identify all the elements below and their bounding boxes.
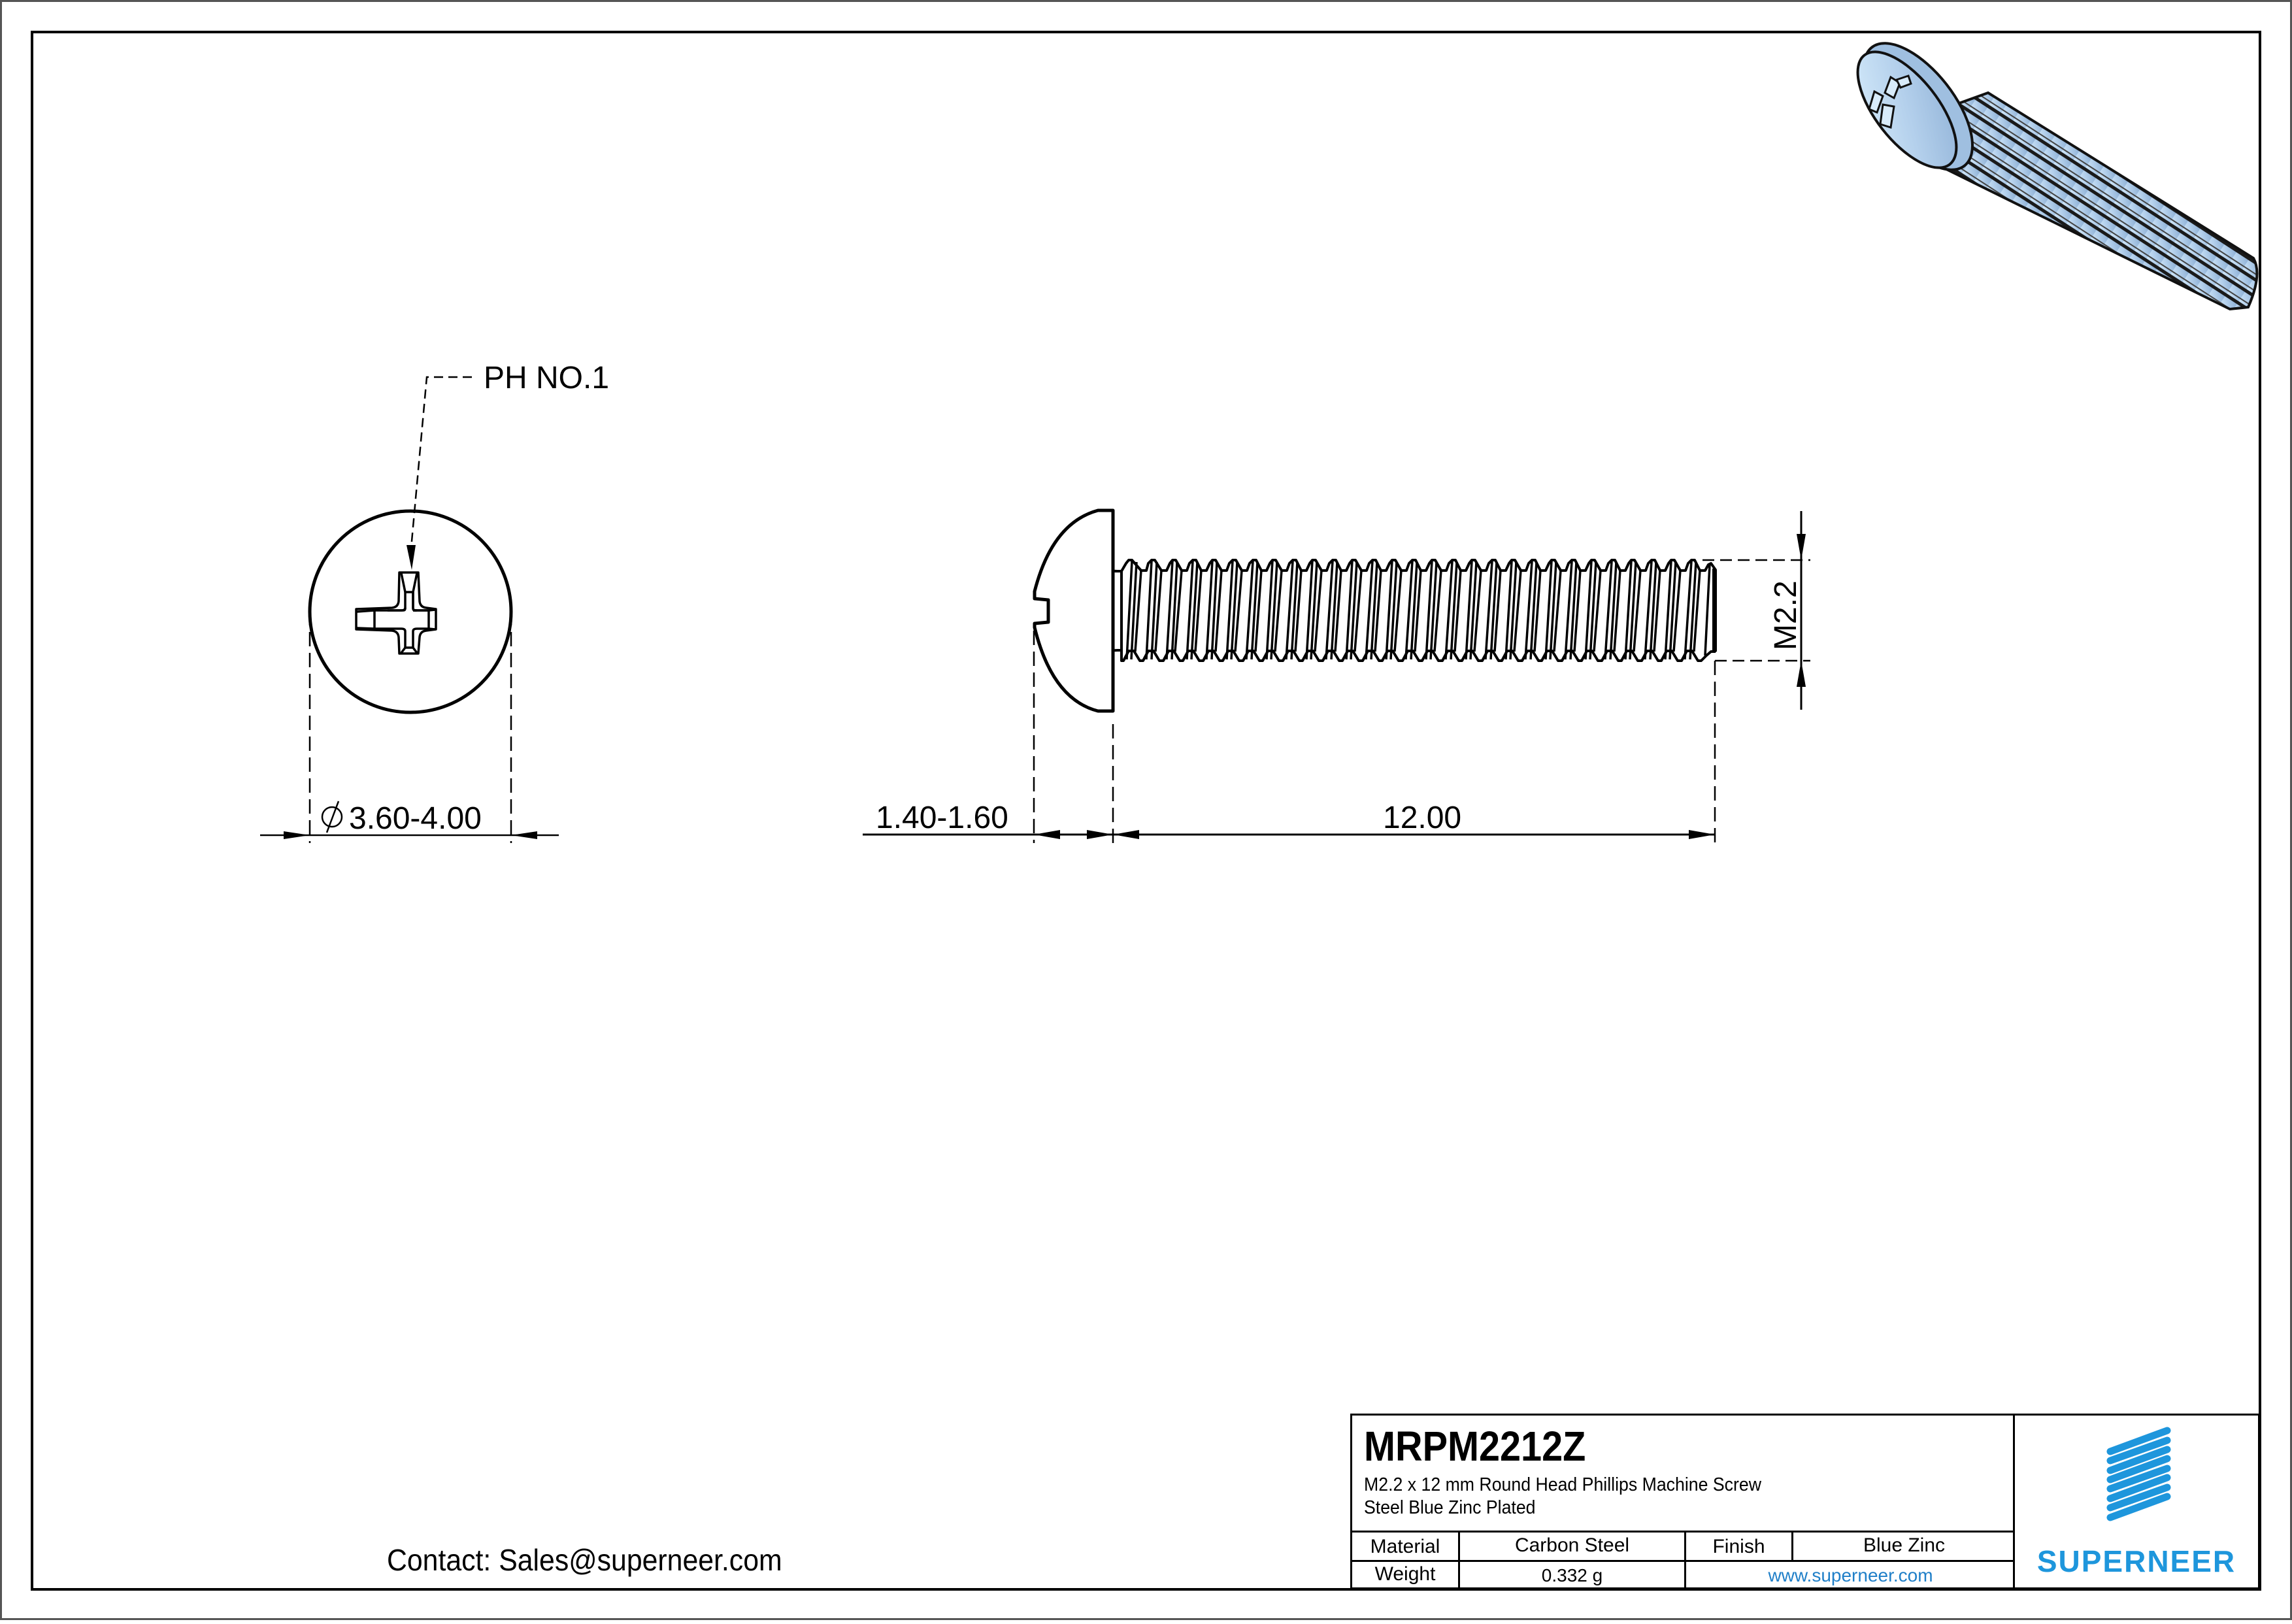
finish-label: Finish <box>1712 1536 1765 1557</box>
weight-value: 0.332 g <box>1541 1565 1603 1585</box>
dia-arrow-left <box>284 831 310 839</box>
isometric-screw-view <box>1856 42 2259 311</box>
finish-value: Blue Zinc <box>1863 1534 1946 1556</box>
dia-arrow-right <box>511 831 537 839</box>
divider <box>1791 1531 1793 1560</box>
recess-leader-line <box>409 376 472 556</box>
neck <box>1112 569 1121 652</box>
material-value: Carbon Steel <box>1514 1534 1630 1556</box>
recess-label: PH NO.1 <box>484 361 609 395</box>
title-block: MRPM2212Z M2.2 x 12 mm Round Head Philli… <box>1350 1414 2260 1589</box>
part-number: MRPM2212Z <box>1364 1423 1586 1470</box>
material-label: Material <box>1370 1536 1440 1557</box>
thread-section <box>1120 559 1717 662</box>
thread-size-dimension: M2.2 <box>1769 580 1803 650</box>
title-block-properties: Material Carbon Steel Finish Blue Zinc W… <box>1350 1531 2017 1589</box>
divider <box>1350 1560 2015 1562</box>
weight-label: Weight <box>1374 1563 1436 1585</box>
contact-email[interactable]: Contact: Sales@superneer.com <box>387 1543 782 1577</box>
divider <box>1350 1531 2015 1533</box>
part-description: M2.2 x 12 mm Round Head Phillips Machine… <box>1364 1474 1761 1495</box>
head-outline-circle <box>308 509 513 714</box>
iso-head-dome <box>1856 50 1958 169</box>
thread-helix-lines <box>1125 561 1716 660</box>
divider <box>1458 1531 1460 1588</box>
length-arrow-right <box>1689 830 1715 839</box>
diameter-symbol-icon <box>321 801 343 833</box>
company-logo-text: SUPERNEER <box>2036 1544 2236 1578</box>
iso-shank <box>1933 91 2259 311</box>
head-height-dimension: 1.40-1.60 <box>876 801 1008 835</box>
head-height-arrow-left <box>1034 830 1060 839</box>
head-height-arrow-right <box>1087 830 1113 839</box>
iso-phillips-recess-icon <box>1868 75 1912 129</box>
leader-arrowhead <box>407 545 416 570</box>
side-view: 1.40-1.60 12.00 M2.2 <box>863 508 1810 843</box>
diameter-dimension-value: 3.60-4.00 <box>349 801 482 836</box>
phillips-recess-icon <box>355 571 437 655</box>
title-block-main: MRPM2212Z M2.2 x 12 mm Round Head Philli… <box>1350 1414 2015 1589</box>
head-profile <box>1033 508 1115 713</box>
superneer-logo-icon <box>2106 1427 2171 1521</box>
inner-border <box>31 31 2261 1591</box>
length-arrow-left <box>1113 830 1139 839</box>
head-top-view: PH NO.1 3.60-4.00 <box>260 361 609 843</box>
length-dimension: 12.00 <box>1383 801 1461 835</box>
thread-arrow-bottom <box>1797 661 1806 687</box>
website-link[interactable]: www.superneer.com <box>1768 1565 1933 1585</box>
thread-arrow-top <box>1797 534 1806 560</box>
part-material-finish: Steel Blue Zinc Plated <box>1364 1497 1536 1518</box>
company-logo-panel: SUPERNEER <box>2013 1414 2260 1589</box>
divider <box>1684 1531 1686 1588</box>
